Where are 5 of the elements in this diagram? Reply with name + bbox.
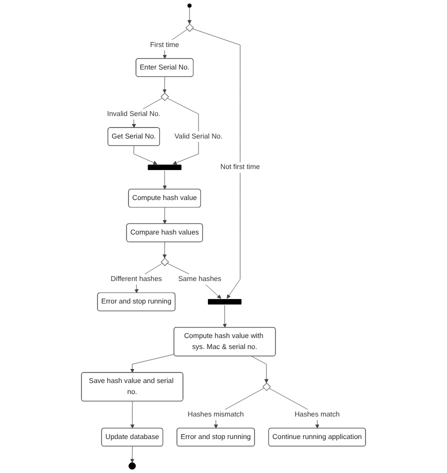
node-diamond <box>186 24 194 32</box>
node-diamond <box>262 382 271 391</box>
node-diamond <box>160 92 169 101</box>
node-diamond <box>160 258 169 266</box>
node-circle <box>187 4 192 8</box>
